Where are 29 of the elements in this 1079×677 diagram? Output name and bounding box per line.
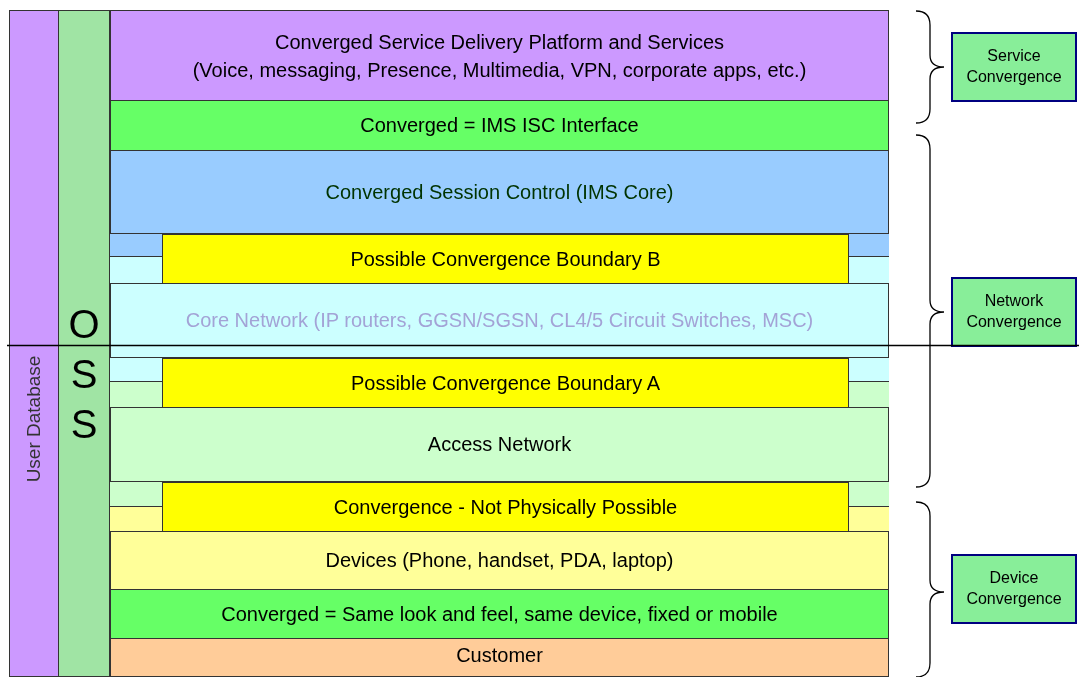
boundary-label: Possible Convergence Boundary A xyxy=(350,371,661,395)
layer-band xyxy=(110,638,889,677)
boundary-label: Possible Convergence Boundary B xyxy=(350,247,661,271)
layer-detail: (Voice, messaging, Presence, Multimedia, VPN, corporate apps, etc.) xyxy=(192,57,807,83)
boundary-bar xyxy=(162,482,849,532)
boundary-bar xyxy=(162,358,849,408)
convergence-label: Service Convergence xyxy=(965,46,1063,87)
convergence-box xyxy=(951,554,1077,624)
boundary-label: Convergence - Not Physically Possible xyxy=(333,495,678,519)
layer-label: Access Network xyxy=(427,433,572,456)
layer-band xyxy=(110,100,889,151)
layer-label: Customer xyxy=(456,644,543,667)
layer-label: Converged = IMS ISC Interface xyxy=(360,114,639,137)
convergence-label: Device Convergence xyxy=(965,568,1063,609)
layer-label: Converged Service Delivery Platform and Services xyxy=(274,29,725,55)
layer-band xyxy=(110,589,889,639)
database-band xyxy=(9,10,59,677)
layer-band xyxy=(110,10,889,101)
oss-band xyxy=(58,10,110,677)
band-label: User Database xyxy=(23,355,45,482)
band-label: OSS xyxy=(67,300,101,448)
boundary-bar xyxy=(162,234,849,284)
layer-label: Converged Session Control (IMS Core) xyxy=(325,180,674,204)
convergence-box xyxy=(951,277,1077,347)
convergence-box xyxy=(951,32,1077,102)
layer-label: Core Network (IP routers, GGSN/SGSN, CL4/5 Circuit Switches, MSC) xyxy=(185,309,814,332)
convergence-label: Network Convergence xyxy=(965,291,1063,332)
layer-label: Converged = Same look and feel, same device, fixed or mobile xyxy=(221,602,778,626)
layer-label: Devices (Phone, handset, PDA, laptop) xyxy=(325,549,674,572)
